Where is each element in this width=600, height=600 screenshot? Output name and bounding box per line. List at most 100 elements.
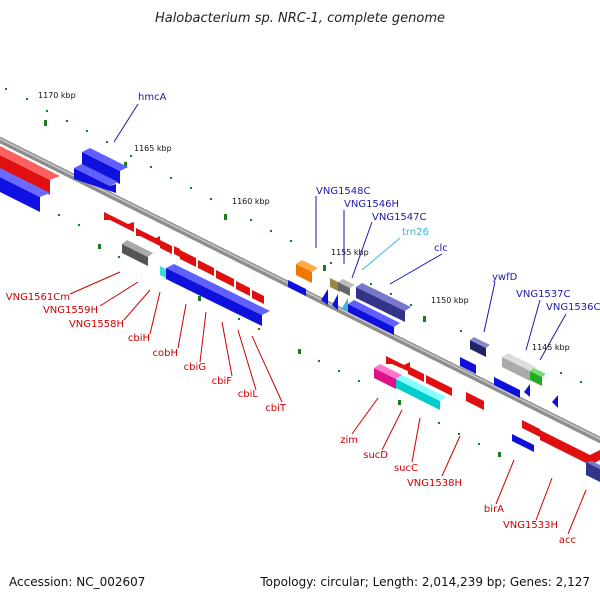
leader-line-trn26 — [361, 237, 401, 271]
gene-feature — [0, 177, 40, 212]
forward-strand-genes — [0, 146, 558, 408]
label-clc: clc — [434, 243, 448, 254]
gene-feature — [74, 168, 116, 193]
scale-label-1150: 1150 kbp — [431, 296, 469, 305]
label-sucC: sucC — [394, 463, 418, 474]
gene-feature — [321, 289, 328, 305]
gene-feature — [460, 357, 476, 374]
gene-VNG1548C — [296, 260, 318, 272]
scale-label-1160: 1160 kbp — [232, 197, 270, 206]
gene-feature — [180, 250, 196, 267]
gene-feature — [0, 146, 60, 180]
leader-lines-bottom — [69, 271, 587, 535]
label-VNG1559H: VNG1559H — [43, 305, 98, 316]
label-trn26: trn26 — [402, 227, 429, 238]
label-cbiF: cbiF — [212, 376, 233, 387]
label-VNG1538H: VNG1538H — [407, 478, 462, 489]
map-title: Halobacterium sp. NRC-1, complete genome — [155, 11, 445, 26]
gene-clc — [356, 287, 405, 322]
scale-label-1165: 1165 kbp — [134, 144, 172, 153]
label-VNG1533H: VNG1533H — [503, 520, 558, 531]
gene-feature — [426, 375, 452, 396]
gene-labels-top: hmcA VNG1548C VNG1546H VNG1547C trn26 cl… — [138, 92, 600, 313]
gene-hmcA — [82, 148, 128, 171]
label-VNG1547C: VNG1547C — [372, 212, 427, 223]
label-cbiG: cbiG — [184, 362, 206, 373]
label-zim: zim — [340, 435, 358, 446]
label-birA: birA — [484, 504, 504, 515]
gene-labels-bottom: VNG1561Cm VNG1559H VNG1558H cbiH cobH cb… — [6, 292, 576, 546]
reverse-strand-genes — [104, 212, 600, 482]
gene-trn26 — [342, 298, 348, 312]
gene-VNG1559H — [160, 266, 166, 278]
gene-feature — [252, 290, 264, 304]
gene-feature — [348, 304, 394, 335]
gene-VNG1536C — [530, 371, 542, 386]
label-VNG1537C: VNG1537C — [516, 289, 571, 300]
gene-clc — [356, 283, 411, 311]
label-sucD: sucD — [363, 450, 388, 461]
gene-birA — [522, 420, 540, 437]
gene-VNG1548C — [296, 264, 312, 283]
gene-VNG1561Cm — [122, 244, 148, 266]
label-cbiT: cbiT — [265, 403, 287, 414]
gene-VNG1537C — [502, 353, 536, 371]
inner-ticks — [58, 214, 501, 457]
label-cbiL: cbiL — [238, 389, 259, 400]
gene-ywfD — [470, 340, 486, 357]
gene-feature — [512, 434, 534, 452]
gene-acc — [586, 461, 600, 469]
gene-VNG1533H — [540, 430, 600, 465]
gene-feature — [74, 164, 118, 186]
scale-label-1155: 1155 kbp — [331, 248, 369, 257]
label-VNG1561Cm: VNG1561Cm — [6, 292, 70, 303]
label-ywfD: ywfD — [492, 272, 518, 283]
gene-feature — [0, 168, 50, 197]
gene-feature — [408, 366, 424, 382]
gene-feature — [386, 356, 410, 372]
label-cbiH: cbiH — [128, 333, 150, 344]
gene-feature — [552, 395, 558, 408]
gene-feature — [236, 281, 250, 296]
gene-feature — [216, 270, 234, 287]
label-VNG1536C: VNG1536C — [546, 302, 600, 313]
gene-acc — [586, 462, 600, 482]
gene-feature — [466, 392, 484, 410]
gene-zim — [374, 368, 396, 389]
topology-text: Topology: circular; Length: 2,014,239 bp… — [259, 575, 590, 589]
gene-ywfD — [470, 337, 490, 348]
label-VNG1558H: VNG1558H — [69, 319, 124, 330]
accession-text: Accession: NC_002607 — [9, 575, 145, 589]
gene-feature — [332, 294, 338, 310]
gene-cbiH — [166, 268, 262, 326]
label-hmcA: hmcA — [138, 92, 167, 103]
gene-zim — [374, 364, 402, 379]
gene-VNG1561Cm — [122, 240, 153, 257]
gene-feature — [136, 228, 160, 246]
gene-feature — [524, 384, 530, 397]
gene-feature — [338, 279, 355, 288]
leader-lines-top — [113, 103, 567, 361]
gene-feature — [348, 300, 400, 327]
scale-label-1145: 1145 kbp — [532, 343, 570, 352]
gene-feature — [104, 212, 134, 232]
gene-feature — [198, 260, 214, 276]
gene-sucD — [396, 379, 440, 410]
label-acc: acc — [559, 535, 576, 546]
gene-VNG1537C — [502, 357, 530, 381]
scale-label-1170: 1170 kbp — [38, 91, 76, 100]
gene-feature — [160, 240, 172, 254]
gene-cbiH — [166, 264, 270, 315]
label-VNG1548C: VNG1548C — [316, 186, 371, 197]
gene-feature — [494, 377, 520, 398]
gene-sucD — [396, 375, 446, 401]
gene-feature — [174, 246, 180, 257]
gene-VNG1536C — [530, 368, 546, 377]
gene-feature — [288, 280, 306, 296]
scale-labels: 1170 kbp 1165 kbp 1160 kbp 1155 kbp 1150… — [38, 91, 570, 352]
gene-VNG1546H — [330, 278, 340, 292]
gene-hmcA — [82, 152, 120, 184]
label-VNG1546H: VNG1546H — [344, 199, 399, 210]
